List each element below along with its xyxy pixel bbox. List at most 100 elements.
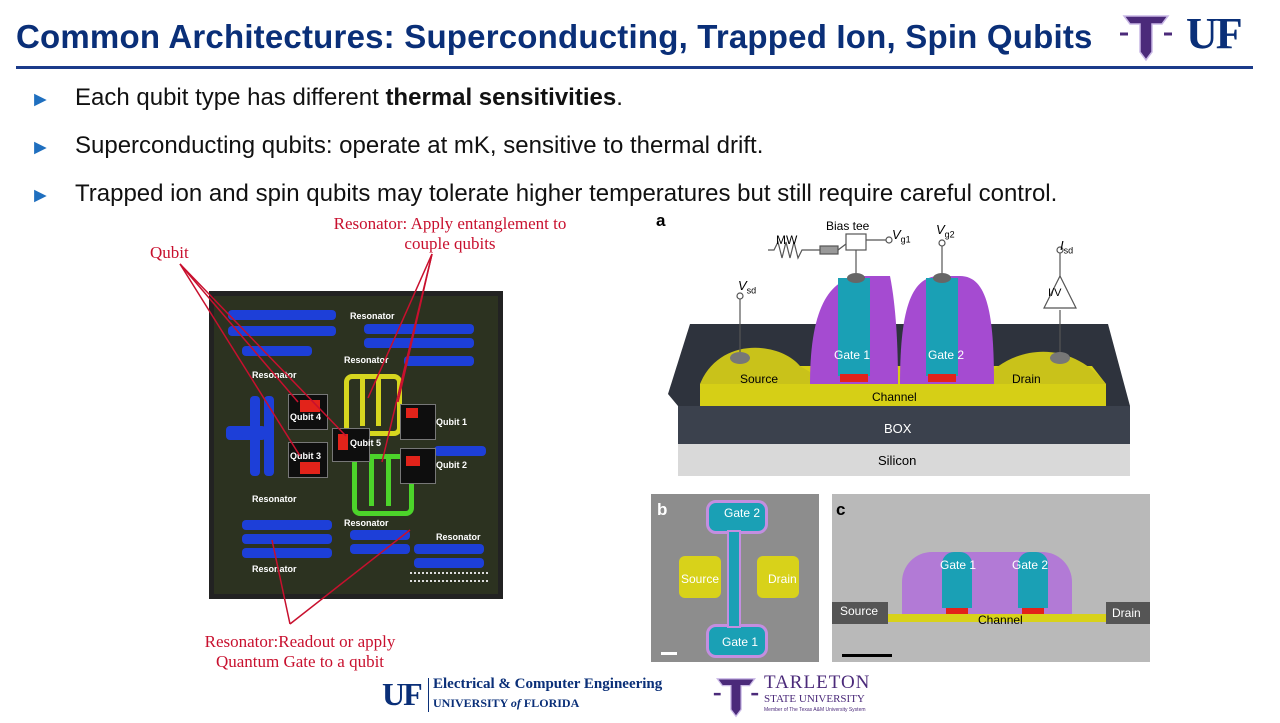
resonator-line: [242, 520, 332, 530]
panel-c-label: c: [836, 500, 846, 519]
chip-label-qubit3: Qubit 3: [290, 451, 321, 461]
annotation-arrows: [179, 253, 433, 625]
channel-strip: [888, 614, 1108, 622]
resonator-line: [242, 346, 312, 356]
scale-bar: [661, 652, 677, 655]
source-pad: [679, 556, 721, 598]
gate2-red: [1022, 608, 1044, 614]
qubit-5-junction: [338, 434, 348, 450]
gate2-label: Gate 2: [928, 348, 965, 362]
footer-divider: [428, 678, 429, 712]
source-contact: [832, 602, 888, 624]
resonator-line: [228, 310, 336, 320]
footer-tarleton-state: STATE UNIVERSITY: [764, 693, 865, 705]
isd-label: Isd: [1060, 238, 1074, 256]
uf-logo: UF: [1186, 9, 1243, 58]
qubit-2-junction: [406, 456, 420, 466]
chip-label-resonator: Resonator: [344, 518, 389, 528]
panel-c-channel-label: Channel: [978, 613, 1023, 627]
bullet-3: Trapped ion and spin qubits may tolerate…: [75, 180, 1058, 207]
source-label: Source: [740, 372, 779, 386]
panel-c-image: [832, 494, 1150, 662]
tarleton-logo: [1118, 8, 1174, 62]
coupling-resonator-green: [386, 454, 391, 506]
gate2-pad: [706, 500, 768, 534]
footer-tarleton-icon: [712, 672, 760, 718]
resonator-line: [242, 534, 332, 544]
qubit-1-junction: [406, 408, 418, 418]
resonator-line: [264, 396, 274, 476]
footer-tarleton-sub: Member of The Texas A&M University Syste…: [764, 707, 866, 713]
chip-label-qubit4: Qubit 4: [290, 412, 321, 422]
title-divider: [16, 66, 1253, 69]
silicon-label: Silicon: [878, 453, 917, 468]
panel-a-label: a: [656, 211, 666, 230]
panel-c-source-label: Source: [840, 604, 879, 618]
vg2-label: Vg2: [936, 222, 955, 240]
resonator-line: [434, 446, 486, 456]
chip-image: Resonator Resonator Resonator Resonator …: [214, 296, 498, 594]
qubit-5-box: [332, 428, 370, 462]
resonator-line: [404, 356, 474, 366]
resonator-line: [364, 324, 474, 334]
footer-tarleton: TARLETON: [764, 672, 871, 693]
chip-label-resonator: Resonator: [350, 311, 395, 321]
drain-pad: [757, 556, 799, 598]
vsd-label: Vsd: [738, 278, 757, 296]
gate-stem: [727, 530, 741, 628]
panel-b-drain-label: Drain: [768, 572, 797, 586]
chip-label-resonator: Resonator: [436, 532, 481, 542]
resonator-entangle-label: Resonator: Apply entanglement to couple …: [333, 214, 567, 253]
drain-label: Drain: [1012, 372, 1041, 386]
coupling-resonator-yellow: [360, 374, 365, 426]
panel-b-image: [651, 494, 819, 662]
gate1-pad: [706, 624, 768, 658]
channel-label: Channel: [872, 390, 917, 404]
resonator-readout-label: Resonator:Readout or apply Quantum Gate …: [204, 632, 396, 671]
resonator-line: [350, 544, 410, 554]
bullet-arrow-icon: ►: [30, 184, 51, 207]
bullet-arrow-icon: ►: [30, 136, 51, 159]
gate1-label: Gate 1: [834, 348, 871, 362]
resonator-line: [414, 544, 484, 554]
panel-c-gate2-label: Gate 2: [1012, 558, 1049, 572]
gate1-red: [946, 608, 968, 614]
resonator-line: [414, 558, 484, 568]
resonator-line: [350, 530, 410, 540]
coupling-resonator-yellow: [376, 374, 381, 426]
vg1-label: Vg1: [892, 227, 911, 245]
gate2-pillar: [1018, 552, 1048, 608]
chip-label-qubit1: Qubit 1: [436, 417, 467, 427]
bullet-2: Superconducting qubits: operate at mK, s…: [75, 132, 764, 159]
drain-contact: [1106, 602, 1150, 624]
bullet-arrow-icon: ►: [30, 88, 51, 111]
gate1-pillar: [942, 552, 972, 608]
iv-label: I/V: [1048, 287, 1062, 299]
slide-title: Common Architectures: Superconducting, T…: [16, 18, 1093, 55]
footer-university: UNIVERSITY of FLORIDA: [433, 696, 580, 710]
chip-label-resonator: Resonator: [252, 494, 297, 504]
chip-label-resonator: Resonator: [344, 355, 389, 365]
panel-c-drain-label: Drain: [1112, 606, 1141, 620]
qubit-3-junction: [300, 462, 320, 474]
panel-c-gate1-label: Gate 1: [940, 558, 977, 572]
box-label: BOX: [884, 421, 912, 436]
footer-ece: Electrical & Computer Engineering: [433, 676, 663, 692]
qubit-2-box: [400, 448, 436, 484]
panel-b-gate1-label: Gate 1: [722, 635, 759, 649]
resonator-line: [364, 338, 474, 348]
chip-scale-marks: [410, 572, 488, 582]
chip-label-resonator: Resonator: [252, 564, 297, 574]
spin-qubit-device-diagram: [668, 233, 1130, 476]
footer-uf-logo: UF: [382, 676, 423, 712]
bias-tee-label: Bias tee: [826, 219, 870, 233]
qubit-label: Qubit: [150, 243, 189, 262]
scale-bar: [842, 654, 892, 657]
panel-b-source-label: Source: [681, 572, 720, 586]
resonator-line: [228, 326, 336, 336]
resonator-line: [242, 548, 332, 558]
chip-label-qubit5: Qubit 5: [350, 438, 381, 448]
resonator-line: [250, 396, 260, 476]
chip-label-qubit2: Qubit 2: [436, 460, 467, 470]
bullet-1: Each qubit type has different thermal se…: [75, 84, 623, 111]
